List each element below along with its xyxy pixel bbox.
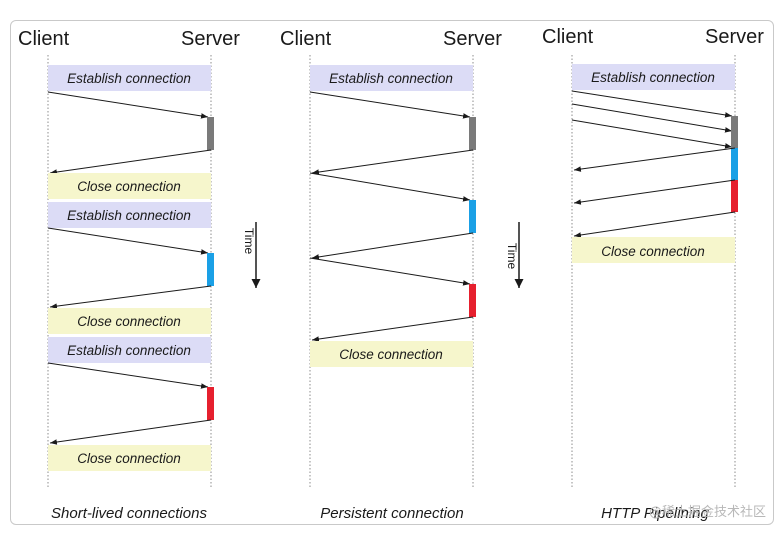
request-arrow <box>571 103 733 133</box>
establish-box <box>572 64 735 90</box>
close-box <box>48 445 211 471</box>
client-label: Client <box>542 26 594 48</box>
establish-label: Establish connection <box>329 71 453 86</box>
time-label: Time <box>242 228 256 255</box>
processing-bar-blue <box>207 253 214 286</box>
close-box <box>48 308 211 334</box>
time-arrow: Time <box>505 222 524 288</box>
close-box <box>48 173 211 199</box>
request-arrow <box>47 362 209 389</box>
panel-pipelining: Client Server Establish connection Close… <box>542 26 764 522</box>
request-arrow <box>309 257 471 286</box>
response-arrow <box>573 211 736 238</box>
processing-bar-gray <box>469 117 476 150</box>
response-arrow <box>311 149 474 175</box>
response-arrow <box>49 419 212 445</box>
server-label: Server <box>705 26 764 48</box>
processing-bar-red <box>469 284 476 317</box>
server-label: Server <box>443 28 502 50</box>
close-label: Close connection <box>77 451 181 466</box>
close-label: Close connection <box>601 244 705 259</box>
panel-persistent: Client Server Establish connection Close… <box>280 28 502 522</box>
establish-label: Establish connection <box>67 343 191 358</box>
close-box <box>572 237 735 263</box>
request-arrow <box>309 172 471 202</box>
establish-label: Establish connection <box>591 70 715 85</box>
establish-box <box>48 337 211 363</box>
processing-bar-blue <box>469 200 476 233</box>
diagram-frame <box>10 20 774 525</box>
processing-bar-red <box>207 387 214 420</box>
time-label: Time <box>505 243 519 270</box>
processing-bar-blue <box>731 148 738 180</box>
establish-box <box>310 65 473 91</box>
response-arrow <box>573 147 736 172</box>
caption-short-lived: Short-lived connections <box>51 505 207 522</box>
caption-persistent: Persistent connection <box>320 505 463 522</box>
request-arrow <box>571 119 733 149</box>
processing-bar-red <box>731 180 738 212</box>
close-box <box>310 341 473 367</box>
response-arrow <box>49 285 212 309</box>
processing-bar-gray <box>731 116 738 148</box>
establish-label: Establish connection <box>67 208 191 223</box>
request-arrow <box>47 91 209 119</box>
response-arrow <box>311 316 474 342</box>
request-arrow <box>47 227 209 255</box>
establish-box <box>48 202 211 228</box>
response-arrow <box>573 179 736 205</box>
response-arrow <box>311 232 474 260</box>
time-arrow: Time <box>242 222 261 288</box>
establish-box <box>48 65 211 91</box>
client-label: Client <box>18 28 70 50</box>
establish-label: Establish connection <box>67 71 191 86</box>
close-label: Close connection <box>339 347 443 362</box>
processing-bar-gray <box>207 117 214 150</box>
client-label: Client <box>280 28 332 50</box>
close-label: Close connection <box>77 314 181 329</box>
watermark-text: @稀土掘金技术社区 <box>649 504 766 520</box>
caption-pipelining: HTTP Pipelining <box>601 505 709 522</box>
request-arrow <box>571 90 733 118</box>
server-label: Server <box>181 28 240 50</box>
close-label: Close connection <box>77 179 181 194</box>
response-arrow <box>49 149 212 175</box>
request-arrow <box>309 91 471 119</box>
panel-short-lived: Client Server Establish connection Close… <box>18 28 240 522</box>
